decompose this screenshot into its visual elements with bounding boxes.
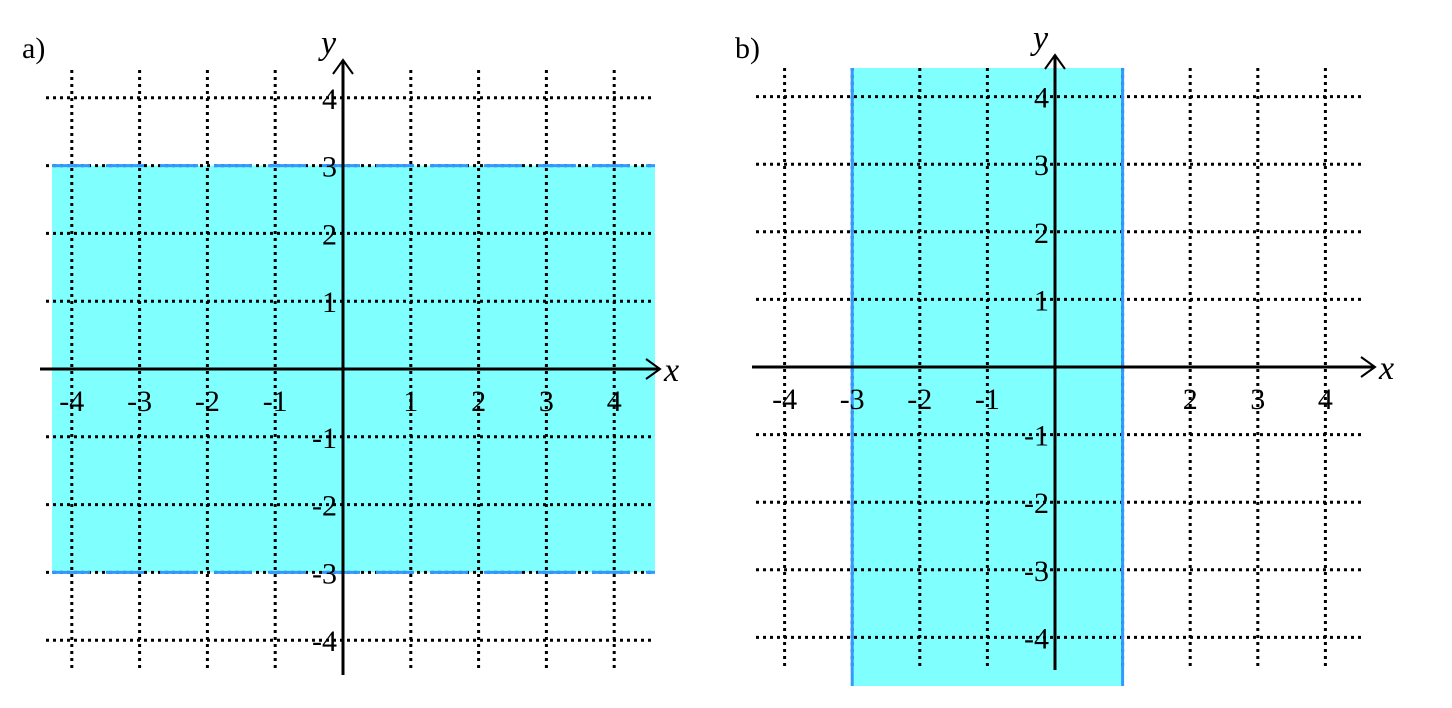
x-axis-label: x	[1378, 350, 1394, 387]
y-tick-label: 3	[1034, 149, 1049, 182]
x-tick-label: -3	[127, 385, 152, 418]
y-tick-label: -1	[1024, 420, 1049, 453]
x-tick-label: -1	[975, 383, 1000, 416]
panel-b: x y b) -4 -3 -2 -1 2 3 4 4 3 2 1 -1 -2 -3 -4	[735, 20, 1394, 686]
y-axis-arrow-icon	[332, 58, 354, 75]
x-tick-label: 3	[1250, 383, 1265, 416]
x-tick-label: 3	[539, 385, 554, 418]
x-axis-arrow-icon	[1360, 356, 1377, 378]
y-tick-label: 4	[322, 83, 337, 116]
y-axis-arrow-icon	[1044, 53, 1066, 70]
x-tick-label: -1	[263, 385, 288, 418]
x-tick-label: 4	[607, 385, 622, 418]
panel-label: a)	[22, 32, 45, 65]
y-tick-label: 1	[322, 286, 337, 319]
panel-label: b)	[735, 32, 760, 65]
y-tick-label: 1	[1034, 284, 1049, 317]
y-tick-label: 4	[1034, 82, 1049, 115]
x-tick-label: -4	[772, 383, 797, 416]
y-tick-label: -2	[312, 490, 337, 523]
x-tick-label: -2	[195, 385, 220, 418]
x-tick-label: -4	[59, 385, 84, 418]
x-tick-label: 2	[1183, 383, 1198, 416]
x-axis-arrow-icon	[645, 358, 662, 380]
y-tick-label: 2	[322, 218, 337, 251]
y-tick-label: 2	[1034, 217, 1049, 250]
y-tick-label: -4	[1024, 622, 1049, 655]
x-axis-label: x	[663, 352, 679, 389]
y-axis-label: y	[318, 25, 337, 62]
x-tick-label: -2	[907, 383, 932, 416]
y-tick-label: -2	[1024, 487, 1049, 520]
x-tick-label: -3	[840, 383, 865, 416]
x-tick-label: 1	[403, 385, 418, 418]
y-tick-label: -3	[1024, 555, 1049, 588]
y-tick-label: -1	[312, 422, 337, 455]
y-tick-label: 3	[322, 151, 337, 184]
x-tick-label: 2	[471, 385, 486, 418]
y-tick-label: -4	[312, 625, 337, 658]
panel-a: x y a) -4 -3 -2 -1 1 2 3 4 4 3 2 1 -1 -2 -3 -4	[22, 25, 679, 675]
x-tick-label: 4	[1318, 383, 1333, 416]
y-tick-label: -3	[312, 557, 337, 590]
y-axis-label: y	[1030, 20, 1049, 57]
